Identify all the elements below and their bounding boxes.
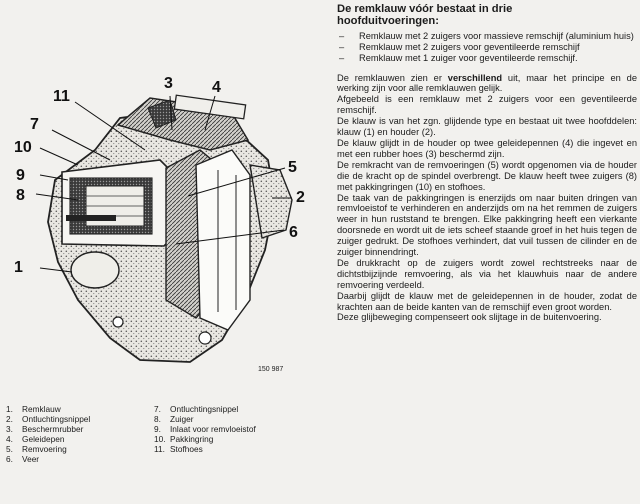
legend-item: 8.Zuiger	[154, 414, 194, 425]
brake-caliper-diagram: 3 4 11 7 10 9 8 5 2 6 1	[14, 75, 305, 363]
callout-2: 2	[296, 189, 305, 206]
variant-list: –Remklauw met 2 zuigers voor massieve re…	[337, 31, 637, 64]
legend-item: 6.Veer	[6, 454, 40, 465]
paragraph: Afgebeeld is een remklauw met 2 zuigers …	[337, 94, 637, 116]
list-item: –Remklauw met 2 zuigers voor geventileer…	[339, 41, 580, 52]
callout-3: 3	[164, 75, 173, 92]
paragraph: De drukkracht op de zuigers wordt zowel …	[337, 257, 637, 290]
legend-item: 4.Geleidepen	[6, 434, 65, 445]
description-column: De remklauw vóór bestaat in drie hoofdui…	[337, 3, 637, 323]
legend-item: 7.Ontluchtingsnippel	[154, 404, 239, 414]
legend-item: 2.Ontluchtingsnippel	[6, 414, 91, 425]
paragraph: De remkracht van de remvoeringen (5) wor…	[337, 159, 637, 192]
legend-column-left: 1.Remklauw 2.Ontluchtingsnippel 3.Besche…	[6, 404, 90, 465]
callout-11: 11	[53, 88, 70, 105]
paragraph: De remklauwen zien er verschillend uit, …	[337, 72, 637, 94]
callout-8: 8	[16, 187, 25, 204]
emphasis: verschillend	[447, 72, 503, 83]
callout-4: 4	[212, 79, 221, 96]
legend-item: 5.Remvoering	[6, 444, 67, 455]
paragraph: De klauw glijdt in de houder op twee gel…	[337, 137, 637, 159]
legend-item: 10.Pakkingring	[154, 434, 214, 445]
callout-1: 1	[14, 259, 23, 276]
legend-item: 1.Remklauw	[6, 404, 61, 414]
paragraph: Daarbij glijdt de klauw met de geleidepe…	[337, 290, 637, 312]
callout-10: 10	[14, 139, 32, 156]
legend-item: 11.Stofhoes	[154, 444, 203, 455]
legend-column-right: 7.Ontluchtingsnippel 8.Zuiger 9.Inlaat v…	[154, 404, 256, 454]
callout-7: 7	[30, 116, 39, 133]
paragraph: De taak van de pakkingringen is enerzijd…	[337, 192, 637, 258]
callout-6: 6	[289, 224, 298, 241]
list-item: –Remklauw met 1 zuiger voor geventileerd…	[339, 52, 578, 63]
legend-item: 3.Beschermrubber	[6, 424, 84, 435]
list-item: –Remklauw met 2 zuigers voor massieve re…	[339, 30, 634, 41]
section-heading: De remklauw vóór bestaat in drie hoofdui…	[337, 3, 513, 28]
callout-9: 9	[16, 167, 25, 184]
figure-code: 150 987	[258, 366, 284, 373]
paragraph: De klauw is van het zgn. glijdende type …	[337, 116, 637, 138]
legend-item: 9.Inlaat voor remvloeistof	[154, 424, 256, 435]
callout-5: 5	[288, 159, 297, 176]
paragraph: Deze glijbeweging compenseert ook slijta…	[337, 312, 602, 323]
